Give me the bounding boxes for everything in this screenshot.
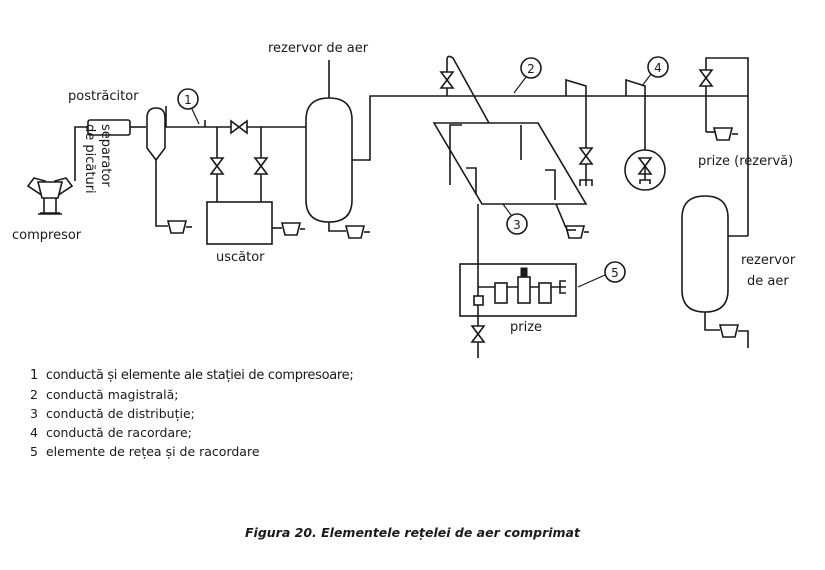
label-rezervor-right-line1: rezervor xyxy=(741,253,796,268)
marker-5: 5 xyxy=(577,261,626,288)
legend-text: conductă de distribuție; xyxy=(45,406,195,421)
label-separator-line2: de picături xyxy=(82,124,97,194)
branch-valve-mid xyxy=(565,78,594,186)
right-branch-reserve xyxy=(698,57,749,236)
legend-list: 1 conductă și elemente ale stației de co… xyxy=(30,366,354,461)
main-pipeline xyxy=(352,95,748,161)
label-rezervor-right: rezervor de aer xyxy=(741,253,799,289)
legend-number: 5 xyxy=(30,444,38,459)
dryer-branches xyxy=(209,127,269,202)
droplet-separator-symbol xyxy=(146,107,192,234)
dryer-symbol xyxy=(206,201,305,245)
gooseneck-valve-left xyxy=(439,55,490,124)
legend-number: 2 xyxy=(30,387,38,402)
legend-number: 4 xyxy=(30,425,38,440)
label-postracitor: postrăcitor xyxy=(68,89,139,104)
marker-5-label: 5 xyxy=(611,266,619,280)
connection-elements-box xyxy=(459,204,577,358)
marker-2: 2 xyxy=(513,57,542,94)
branch-connection-4 xyxy=(624,78,666,191)
marker-1-label: 1 xyxy=(184,93,192,107)
aftercooler-symbol xyxy=(87,119,146,136)
legend-text: elemente de rețea și de racordare xyxy=(45,444,260,459)
bypass-valve xyxy=(230,119,248,135)
station-pipe-left xyxy=(74,126,88,181)
compressor-symbol xyxy=(26,177,74,215)
marker-4: 4 xyxy=(641,56,669,87)
legend-number: 1 xyxy=(30,368,38,383)
legend-number: 3 xyxy=(30,406,38,421)
label-separator-line1: separator xyxy=(98,124,113,187)
marker-3: 3 xyxy=(502,203,528,235)
distribution-loop xyxy=(432,122,589,239)
compressed-air-network-diagram: compresor postrăcitor separator de picăt… xyxy=(12,41,799,358)
label-prize: prize xyxy=(510,320,542,335)
label-uscator: uscător xyxy=(216,250,265,265)
marker-4-label: 4 xyxy=(654,61,662,75)
label-separator: separator de picături xyxy=(82,124,113,194)
marker-1: 1 xyxy=(177,88,200,125)
figure-caption: Figura 20. Elementele rețelei de aer com… xyxy=(245,525,580,540)
legend-text: conductă și elemente ale stației de comp… xyxy=(45,368,354,383)
label-compresor: compresor xyxy=(12,228,82,243)
air-receiver-right xyxy=(681,195,749,348)
label-prize-rezerva: prize (rezervă) xyxy=(698,154,793,169)
marker-3-label: 3 xyxy=(513,218,521,232)
legend-item-4: 4 conductă de racordare; xyxy=(30,423,353,442)
legend-item-2: 2 conductă magistrală; xyxy=(30,385,353,404)
legend-item-1: 1 conductă și elemente ale stației de co… xyxy=(30,366,354,385)
legend-text: conductă magistrală; xyxy=(45,387,179,402)
marker-2-label: 2 xyxy=(527,62,535,76)
label-rezervor-top: rezervor de aer xyxy=(268,41,369,56)
legend-item-5: 5 elemente de rețea și de racordare xyxy=(30,442,353,461)
legend-text: conductă de racordare; xyxy=(45,425,192,440)
air-receiver-main xyxy=(305,60,370,239)
legend-item-3: 3 conductă de distribuție; xyxy=(30,404,353,423)
label-rezervor-right-line2: de aer xyxy=(747,274,789,289)
